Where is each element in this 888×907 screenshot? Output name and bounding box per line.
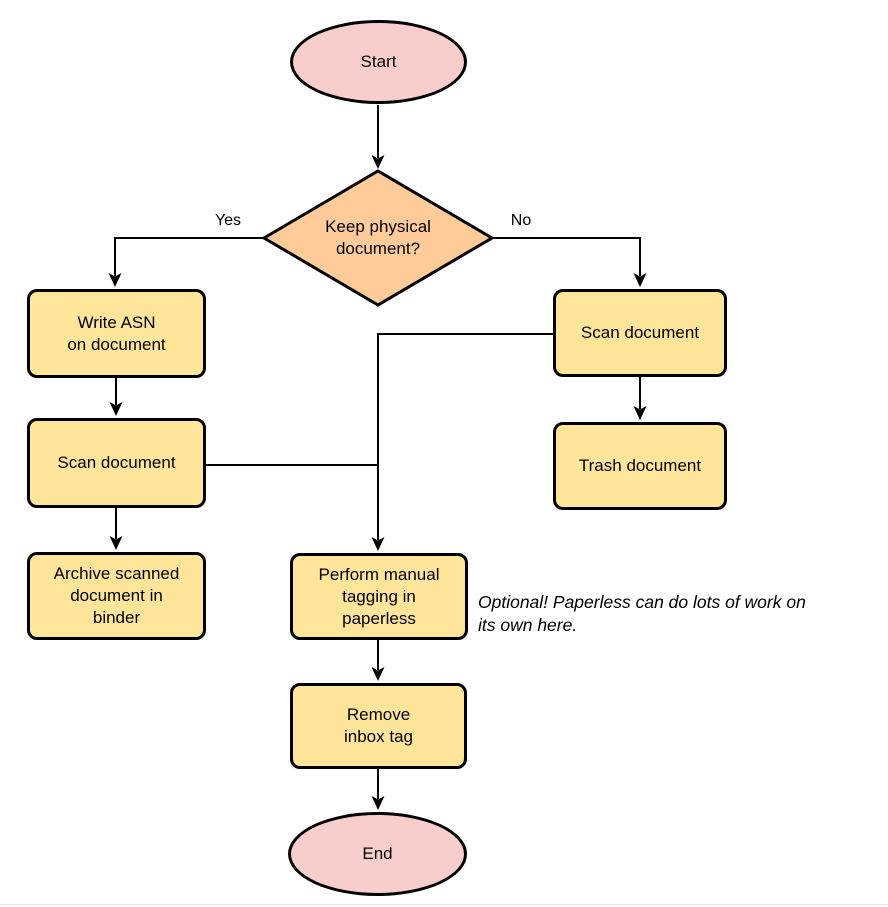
scan-left-label: Scan document — [57, 453, 176, 472]
archive-line1: Archive scanned — [53, 564, 180, 583]
tagging-line3: paperless — [342, 608, 416, 628]
end-label: End — [362, 844, 393, 863]
process-write-asn: Write ASN on document — [27, 289, 206, 378]
process-scan-document-left: Scan document — [27, 418, 206, 508]
edge-scan-archive — [109, 508, 123, 550]
end-node: End — [288, 812, 467, 896]
write-asn-line2: on document — [67, 334, 166, 354]
write-asn-line1: Write ASN — [77, 312, 156, 332]
start-node: Start — [290, 20, 467, 104]
scan-right-label: Scan document — [580, 323, 700, 342]
edge-tagging-remove — [371, 640, 385, 681]
tagging-line1: Perform manual — [318, 564, 440, 584]
process-trash-document: Trash document — [553, 422, 727, 510]
edge-start-decision — [371, 105, 385, 169]
annotation-line1: Optional! Paperless can do lots of work … — [478, 592, 806, 612]
start-label: Start — [360, 52, 397, 71]
process-remove-inbox-tag: Remove inbox tag — [290, 683, 467, 769]
yes-edge-label: Yes — [214, 212, 242, 229]
decision-label-line2: document? — [335, 239, 421, 258]
edge-scanright-tagging — [371, 333, 553, 551]
edge-scan-trash — [633, 377, 647, 420]
process-scan-document-right: Scan document — [553, 289, 727, 377]
edge-writeasn-scan — [109, 378, 123, 416]
no-edge-label: No — [510, 212, 532, 229]
decision-diamond-shape — [261, 169, 495, 307]
edge-remove-end — [371, 769, 385, 810]
edge-no — [492, 237, 647, 287]
tagging-line2: tagging in — [342, 586, 416, 606]
process-archive-document: Archive scanned document in binder — [27, 552, 206, 640]
page-bottom-border — [0, 904, 888, 905]
process-manual-tagging: Perform manual tagging in paperless — [290, 553, 468, 640]
annotation-line2: its own here. — [478, 615, 578, 635]
remove-line1: Remove — [346, 705, 411, 724]
remove-line2: inbox tag — [344, 727, 413, 746]
annotation-note: Optional! Paperless can do lots of work … — [478, 591, 882, 637]
decision-node: Keep physical document? — [268, 171, 488, 305]
archive-line3: binder — [92, 608, 141, 627]
trash-label: Trash document — [578, 456, 702, 475]
edge-yes — [108, 237, 264, 287]
decision-label-line1: Keep physical — [325, 217, 431, 236]
archive-line2: document in — [70, 586, 163, 605]
